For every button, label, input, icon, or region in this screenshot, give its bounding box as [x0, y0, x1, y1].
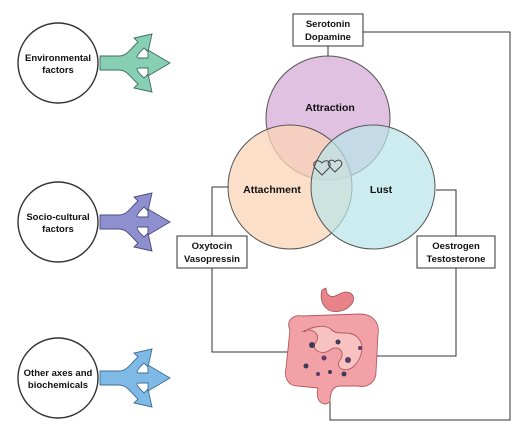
svg-text:factors: factors	[42, 224, 74, 235]
arrow-shape	[99, 33, 171, 93]
svg-text:Oxytocin: Oxytocin	[192, 241, 233, 252]
trident-arrow-icon	[99, 192, 171, 252]
venn-label-attachment: Attachment	[243, 184, 301, 196]
connector-lines	[211, 31, 511, 421]
serotonin-connector	[329, 31, 511, 421]
hormone-box-serotonin: Serotonin Dopamine	[292, 13, 364, 47]
hormone-box-oestrogen: Oestrogen Testosterone	[416, 235, 496, 269]
oestrogen-connector	[356, 268, 457, 357]
svg-text:Other axes and: Other axes and	[24, 368, 93, 379]
arrow-shape	[99, 348, 171, 408]
svg-text:Testosterone: Testosterone	[427, 254, 486, 265]
venn-circle-lust	[310, 124, 436, 250]
trident-arrow-icon	[99, 348, 171, 408]
gut-icon	[285, 287, 379, 405]
arrow-shape	[99, 192, 171, 252]
hormone-box-oxytocin: Oxytocin Vasopressin	[176, 235, 248, 269]
svg-text:Environmental: Environmental	[25, 53, 91, 64]
svg-text:Oestrogen: Oestrogen	[432, 241, 480, 252]
svg-text:factors: factors	[42, 65, 74, 76]
oxytocin-attachment-connector	[211, 186, 230, 236]
svg-text:Socio-cultural: Socio-cultural	[26, 212, 89, 223]
factor-environmental: Environmental factors	[17, 22, 99, 104]
venn-diagram: Attraction Attachment Lust	[227, 55, 436, 250]
trident-arrow-icon	[99, 33, 171, 93]
svg-text:biochemicals: biochemicals	[28, 380, 88, 391]
oxytocin-connector	[211, 268, 300, 353]
hearts-icon	[313, 159, 343, 176]
venn-label-lust: Lust	[370, 184, 393, 196]
factor-other-axes: Other axes and biochemicals	[17, 337, 99, 419]
factor-socio-cultural: Socio-cultural factors	[17, 181, 99, 263]
svg-text:Serotonin: Serotonin	[306, 19, 351, 30]
svg-text:Vasopressin: Vasopressin	[184, 254, 240, 265]
venn-label-attraction: Attraction	[305, 102, 355, 114]
svg-text:Dopamine: Dopamine	[305, 32, 351, 43]
oestrogen-lust-connector	[436, 189, 457, 236]
